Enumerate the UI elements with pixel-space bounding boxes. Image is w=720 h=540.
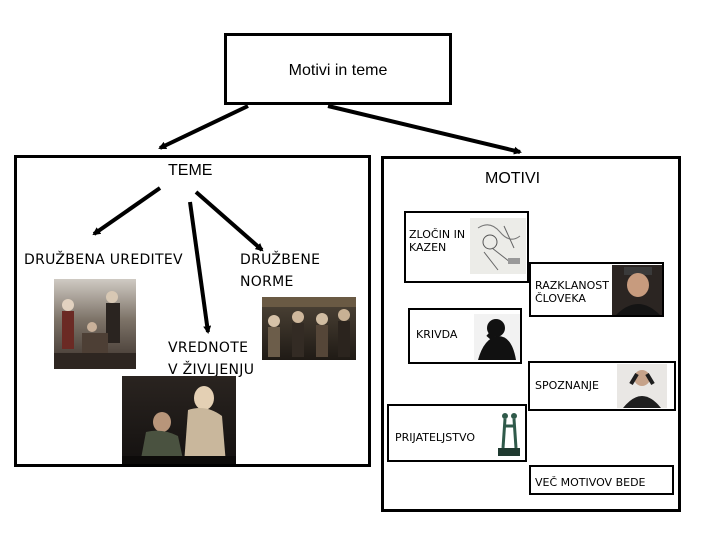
motiv-label-line: ČLOVEKA bbox=[535, 292, 586, 305]
motiv-spoznanje bbox=[528, 361, 676, 411]
motiv-zlocin-in-kazen bbox=[404, 211, 529, 283]
teme-panel bbox=[14, 155, 371, 467]
teme-item-druzbena-ureditev: DRUŽBENA UREDITEV bbox=[24, 252, 183, 268]
arrow-root-to-teme bbox=[158, 104, 249, 150]
motiv-label-line: KAZEN bbox=[409, 241, 447, 254]
motiv-zlocin-label: ZLOČIN IN KAZEN bbox=[409, 228, 465, 254]
teme-item-label-line: NORME bbox=[240, 274, 294, 290]
motiv-vec-motivov-label: VEČ MOTIVOV BEDE bbox=[535, 476, 646, 489]
motiv-razklanost-cloveka bbox=[529, 262, 664, 317]
portrait-photo-man-with-cap bbox=[612, 265, 662, 315]
motiv-krivda-label: KRIVDA bbox=[416, 328, 458, 341]
motiv-razklanost-label: RAZKLANOST ČLOVEKA bbox=[535, 279, 609, 305]
root-node: Motivi in teme bbox=[224, 33, 452, 105]
book-cover-illustration bbox=[470, 218, 526, 274]
arrow-teme-to-druzbena-ureditev bbox=[92, 186, 162, 236]
motiv-label-line: ZLOČIN IN bbox=[409, 228, 466, 241]
arrow-teme-to-vrednote bbox=[188, 201, 212, 334]
theatre-photo-druzbene-norme bbox=[262, 297, 356, 360]
motiv-label-line: RAZKLANOST bbox=[535, 279, 609, 292]
teme-item-label-line: VREDNOTE bbox=[168, 340, 249, 356]
theatre-photo-vrednote bbox=[122, 376, 236, 464]
teme-item-druzbene-norme: DRUŽBENE NORME bbox=[240, 249, 320, 293]
motiv-krivda bbox=[408, 308, 522, 364]
motiv-prijateljstvo bbox=[387, 404, 527, 462]
motivi-panel bbox=[381, 156, 681, 512]
arrow-teme-to-druzbene-norme bbox=[194, 190, 264, 252]
arrow-root-to-motivi bbox=[327, 104, 522, 155]
teme-item-label-line: DRUŽBENE bbox=[240, 252, 321, 268]
motiv-prijateljstvo-label: PRIJATELJSTVO bbox=[395, 431, 475, 444]
silhouette-photo-head-in-hands bbox=[474, 314, 520, 360]
teme-item-label-line: V ŽIVLJENJU bbox=[168, 362, 255, 378]
motivi-heading: MOTIVI bbox=[485, 170, 541, 187]
theatre-photo-druzbena-ureditev bbox=[54, 279, 136, 369]
motiv-spoznanje-label: SPOZNANJE bbox=[535, 379, 599, 392]
teme-heading: TEME bbox=[168, 162, 213, 179]
motiv-vec-motivov-bede bbox=[529, 465, 674, 495]
sculpture-figurines-image bbox=[494, 410, 524, 458]
teme-item-vrednote: VREDNOTE V ŽIVLJENJU bbox=[168, 337, 254, 381]
root-title: Motivi in teme bbox=[288, 62, 388, 79]
photo-man-head-in-hands bbox=[617, 364, 667, 408]
